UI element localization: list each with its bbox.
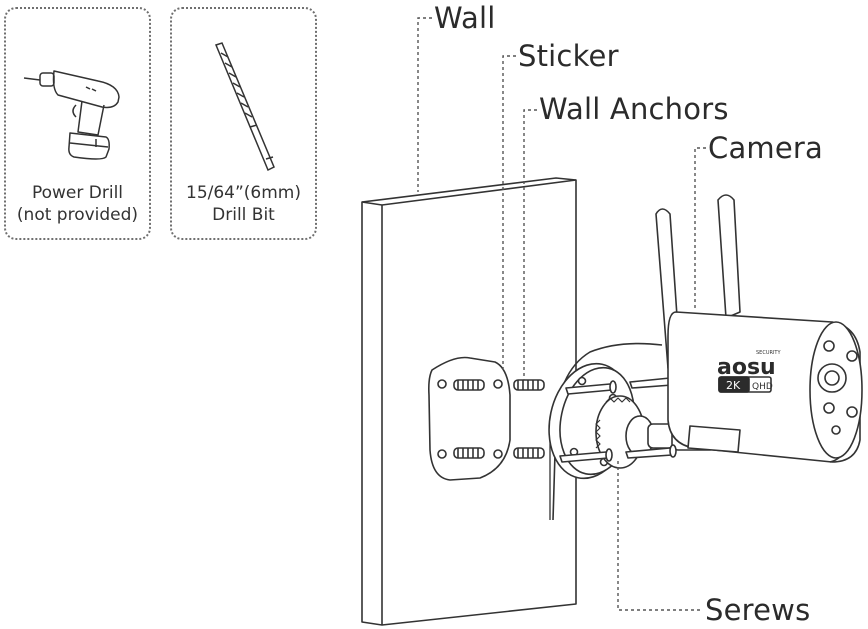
- camera-body: [667, 311, 863, 463]
- wall-anchor-bottom: [513, 447, 545, 459]
- callout-wall-anchors-label: Wall Anchors: [539, 92, 729, 126]
- drill-bit-box: 15/64”(6mm) Drill Bit: [170, 7, 317, 240]
- sticker-anchor-top: [453, 379, 485, 391]
- callout-screws-label: Serews: [705, 593, 811, 627]
- camera-brand: aosu: [717, 355, 776, 380]
- drill-bit-caption-line2: Drill Bit: [212, 205, 275, 225]
- camera-badge-2k: 2K: [726, 379, 741, 392]
- callout-wall-label: Wall: [434, 1, 496, 35]
- camera-antenna-right: [717, 194, 741, 319]
- callout-line-sticker: [502, 55, 516, 372]
- power-drill-caption-line2: (not provided): [16, 205, 139, 225]
- drill-bit-caption-line1: 15/64”(6mm): [186, 183, 301, 203]
- power-drill-icon: [23, 70, 120, 160]
- power-drill-caption-line1: Power Drill: [31, 183, 124, 203]
- sticker-anchor-bottom: [453, 447, 485, 459]
- callout-line-wall-anchors: [523, 109, 537, 380]
- sticker: [428, 356, 511, 481]
- screw-bottom-right: [625, 444, 677, 459]
- camera-subbrand: SECURITY: [756, 350, 781, 356]
- callout-sticker-label: Sticker: [518, 39, 619, 73]
- drill-bit-icon: [214, 42, 275, 172]
- power-drill-box: Power Drill (not provided): [4, 7, 151, 240]
- callout-line-screws: [617, 460, 700, 611]
- callout-line-camera: [694, 147, 706, 310]
- wall-anchor-top: [513, 379, 545, 391]
- screw-bottom-left: [559, 448, 613, 463]
- callout-line-wall: [417, 17, 432, 192]
- camera-badge-qhd: QHD: [752, 382, 773, 392]
- callout-camera-label: Camera: [708, 131, 824, 165]
- screw-top-left: [565, 380, 617, 395]
